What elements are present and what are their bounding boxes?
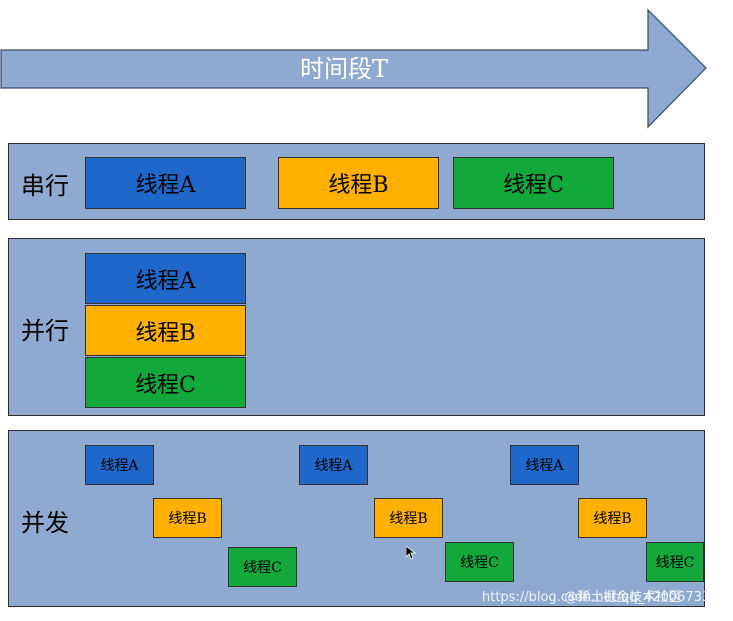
serial-label: 串行	[21, 172, 69, 200]
serial-thread-a: 线程A	[85, 157, 246, 209]
time-arrow	[0, 8, 707, 129]
concurrent-thread-c-1: 线程C	[228, 547, 297, 587]
mouse-pointer-icon	[406, 546, 416, 560]
time-arrow-shape	[0, 8, 707, 129]
watermark-url: https://blog.csdn.net/qq_42006733	[482, 590, 711, 605]
concurrent-thread-b-1: 线程B	[153, 498, 222, 538]
serial-thread-b: 线程B	[278, 157, 439, 209]
concurrent-thread-b-2: 线程B	[374, 498, 443, 538]
parallel-thread-b: 线程B	[85, 305, 246, 356]
parallel-thread-a: 线程A	[85, 253, 246, 304]
concurrent-thread-c-3: 线程C	[646, 542, 704, 582]
concurrent-thread-a-3: 线程A	[510, 445, 579, 485]
serial-thread-c: 线程C	[453, 157, 614, 209]
parallel-label: 并行	[21, 317, 69, 345]
concurrent-thread-c-2: 线程C	[445, 542, 514, 582]
parallel-thread-c: 线程C	[85, 357, 246, 408]
parallel-panel: 并行 线程A 线程B 线程C	[8, 238, 705, 416]
concurrent-thread-b-3: 线程B	[578, 498, 647, 538]
watermark: https://blog.csdn.net/qq_42006733 @稀土掘金技…	[482, 586, 710, 605]
concurrent-panel: 并发 线程A 线程B 线程C 线程A 线程B 线程C 线程A 线程B 线程C	[8, 430, 705, 607]
time-period-label: 时间段T	[300, 55, 389, 83]
concurrent-thread-a-2: 线程A	[299, 445, 368, 485]
watermark-brand: @稀土掘金技术社区	[564, 590, 682, 605]
concurrent-thread-a-1: 线程A	[85, 445, 154, 485]
concurrent-label: 并发	[21, 509, 69, 537]
serial-panel: 串行 线程A 线程B 线程C	[8, 143, 705, 220]
